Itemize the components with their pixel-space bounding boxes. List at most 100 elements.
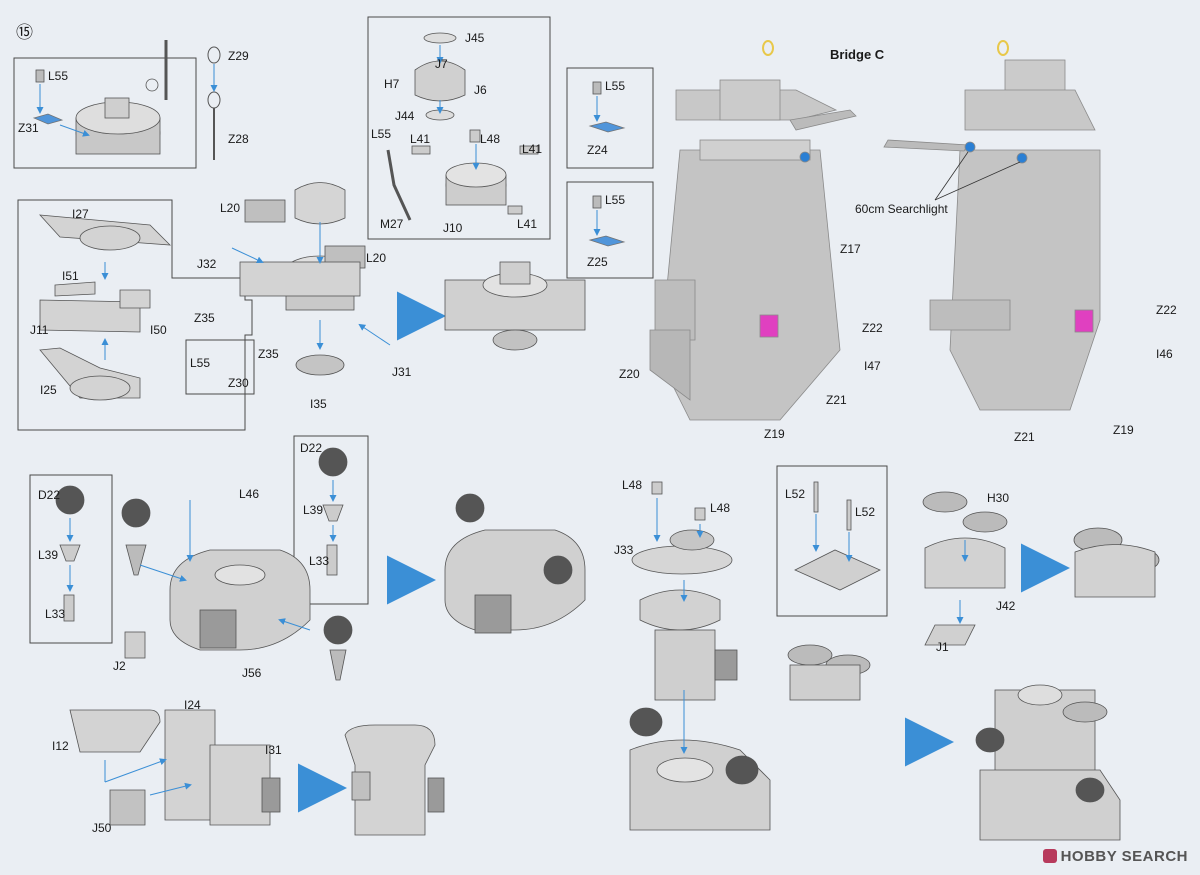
label-z24: Z24 (587, 143, 608, 157)
label-z17: Z17 (840, 242, 861, 256)
label-d22-a: D22 (38, 488, 61, 502)
searchlight-assembly (386, 32, 539, 221)
label-z29: Z29 (228, 49, 249, 63)
label-z20: Z20 (619, 367, 640, 381)
label-l46: L46 (239, 487, 260, 501)
center-tower-part (239, 182, 366, 376)
label-l33-a: L33 (45, 607, 66, 621)
subassembly-frame-l52 (776, 465, 888, 617)
searchlight-callout: 60cm Searchlight (855, 202, 948, 216)
hobby-search-logo-icon (1042, 849, 1057, 863)
label-l20-b: L20 (366, 251, 387, 265)
tower-shells (69, 709, 281, 826)
label-l41-b: L41 (522, 142, 543, 156)
d22-right-part (318, 447, 353, 681)
label-l39-b: L39 (303, 503, 324, 517)
assembled-tower-final (975, 684, 1121, 841)
subassembly-frame-d22-left (29, 474, 113, 644)
label-z21-a: Z21 (826, 393, 847, 407)
label-i24: I24 (184, 698, 201, 712)
label-z22-b: Z22 (1156, 303, 1177, 317)
label-z35-a: Z35 (194, 311, 215, 325)
subassembly-frame-deck (17, 199, 253, 431)
label-l55-c: L55 (190, 356, 211, 370)
label-l55-d: L55 (605, 79, 626, 93)
label-i25: I25 (40, 383, 57, 397)
label-h30: H30 (987, 491, 1010, 505)
label-i27: I27 (72, 207, 89, 221)
label-j31: J31 (392, 365, 412, 379)
label-i51: I51 (62, 269, 79, 283)
label-l52-a: L52 (785, 487, 806, 501)
top-turret-part (75, 40, 168, 155)
label-z30: Z30 (228, 376, 249, 390)
lower-base-part (124, 549, 311, 659)
label-l55-e: L55 (605, 193, 626, 207)
label-j6: J6 (474, 83, 487, 97)
label-l48-b: L48 (622, 478, 643, 492)
assembled-tower-1 (344, 724, 445, 836)
label-z22-a: Z22 (862, 321, 883, 335)
label-j2: J2 (113, 659, 126, 673)
label-j45: J45 (465, 31, 485, 45)
label-m27: M27 (380, 217, 404, 231)
label-d22-b: D22 (300, 441, 323, 455)
assembled-base-1 (444, 493, 586, 634)
subassembly-frame-z30 (185, 339, 255, 395)
label-l41-a: L41 (410, 132, 431, 146)
label-z35-b: Z35 (258, 347, 279, 361)
section-title: Bridge C (830, 47, 885, 62)
label-j33: J33 (614, 543, 634, 557)
deck-parts (39, 214, 172, 401)
label-l41-c: L41 (517, 217, 538, 231)
label-j32: J32 (197, 257, 217, 271)
bridge-c-front-render (649, 40, 857, 421)
watermark-text: HOBBY SEARCH (1060, 848, 1188, 865)
watermark: HOBBY SEARCH (1042, 848, 1188, 865)
label-l33-b: L33 (309, 554, 330, 568)
label-l48-c: L48 (710, 501, 731, 515)
label-i47: I47 (864, 359, 881, 373)
label-z19-a: Z19 (764, 427, 785, 441)
subassembly-frame-top-left (13, 57, 197, 169)
label-l39-a: L39 (38, 548, 59, 562)
label-h7: H7 (384, 77, 400, 91)
l55-part-a (32, 69, 64, 125)
h30-assembly (922, 491, 1008, 646)
z24-part (588, 81, 626, 133)
label-z28: Z28 (228, 132, 249, 146)
assembled-turret (444, 261, 586, 351)
subassembly-frame-searchlight (367, 16, 551, 240)
assembled-h30 (1073, 527, 1160, 598)
bridge-c-rear-render (883, 40, 1101, 411)
label-i46: I46 (1156, 347, 1173, 361)
label-l20-a: L20 (220, 201, 241, 215)
label-i50: I50 (150, 323, 167, 337)
label-j50: J50 (92, 821, 112, 835)
label-z31: Z31 (18, 121, 39, 135)
label-j56: J56 (242, 666, 262, 680)
label-j44: J44 (395, 109, 415, 123)
subassembly-frame-z24 (566, 67, 654, 169)
label-j10: J10 (443, 221, 463, 235)
subassembly-frame-z25 (566, 181, 654, 279)
label-i31: I31 (265, 743, 282, 757)
label-j1: J1 (936, 640, 949, 654)
label-j11: J11 (30, 323, 49, 337)
label-i35: I35 (310, 397, 327, 411)
step-number: ⑮ (16, 23, 33, 42)
label-j42: J42 (996, 599, 1016, 613)
label-j7: J7 (435, 57, 448, 71)
l48-parts (651, 481, 706, 521)
label-i12: I12 (52, 739, 69, 753)
d22-left-part (55, 485, 151, 622)
label-l52-b: L52 (855, 505, 876, 519)
label-z19-b: Z19 (1113, 423, 1134, 437)
label-z21-b: Z21 (1014, 430, 1035, 444)
l52-assembly (787, 481, 881, 701)
z25-part (588, 195, 626, 247)
label-z25: Z25 (587, 255, 608, 269)
j33-stack (629, 529, 771, 831)
label-l55-b: L55 (371, 127, 392, 141)
